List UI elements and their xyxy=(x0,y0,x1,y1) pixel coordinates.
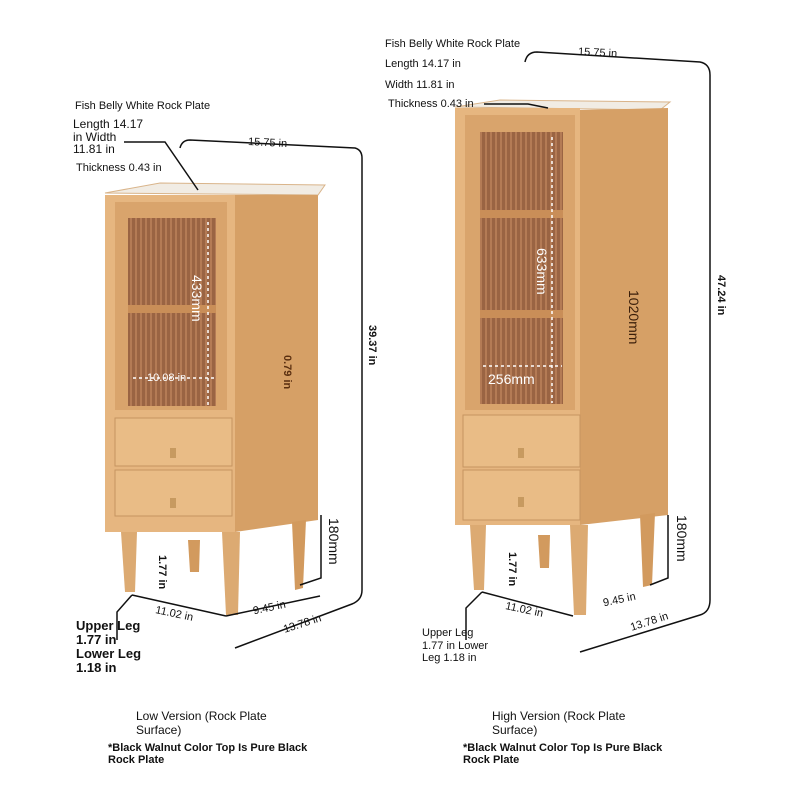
high-leg xyxy=(470,525,486,590)
low-top-width: 15.75 in xyxy=(247,135,288,151)
low-plate-width-label: in Width xyxy=(73,130,117,144)
high-lower-leg-value: Leg 1.18 in xyxy=(422,652,477,664)
high-glass-door xyxy=(480,132,563,404)
low-plate-width: 11.81 in xyxy=(73,142,115,156)
high-glass-height: 633mm xyxy=(534,248,550,295)
low-drawer-1 xyxy=(114,417,233,467)
high-height: 47.24 in xyxy=(715,275,727,316)
low-glass-width: 10.08 in xyxy=(147,372,187,384)
high-note: *Black Walnut Color Top Is Pure Black xyxy=(463,742,663,754)
high-leg xyxy=(570,525,588,615)
high-top-width: 15.75 in xyxy=(577,45,618,61)
high-caption: High Version (Rock Plate xyxy=(492,709,626,723)
high-drawer-2 xyxy=(462,469,581,521)
low-upper-leg-label: Upper Leg xyxy=(76,618,141,633)
high-caption-2: Surface) xyxy=(492,723,538,737)
low-caption: Low Version (Rock Plate xyxy=(136,709,267,723)
low-leg xyxy=(292,520,306,590)
high-plate-width: Width 11.81 in xyxy=(385,79,455,91)
low-lower-leg-value: 1.18 in xyxy=(76,660,117,675)
low-cabinet xyxy=(104,182,326,615)
low-leg-height: 180mm xyxy=(326,518,342,565)
high-drawer-1 xyxy=(462,414,581,468)
low-plate-thickness: Thickness 0.43 in xyxy=(76,162,162,174)
high-glass-width: 256mm xyxy=(488,371,535,387)
high-cabinet xyxy=(454,99,672,615)
low-plate-length: Length 14.17 xyxy=(73,117,144,131)
high-plate-title: Fish Belly White Rock Plate xyxy=(385,38,521,50)
low-lower-leg-label: Lower Leg xyxy=(76,646,142,661)
low-leg xyxy=(222,532,240,615)
low-note-2: Rock Plate xyxy=(108,754,165,766)
high-plate-length: Length 14.17 in xyxy=(385,58,461,70)
high-rock-plate xyxy=(454,99,672,111)
low-leg-gap: 1.77 in xyxy=(156,555,168,590)
low-plate-title: Fish Belly White Rock Plate xyxy=(75,100,211,112)
low-cabinet-side xyxy=(235,195,318,532)
high-plate-thickness: Thickness 0.43 in xyxy=(388,98,474,110)
low-caption-2: Surface) xyxy=(136,723,182,737)
low-glass-height: 433mm xyxy=(189,275,205,322)
low-note: *Black Walnut Color Top Is Pure Black xyxy=(108,742,308,754)
low-rock-plate xyxy=(104,182,326,196)
high-cabinet-side xyxy=(580,108,668,525)
high-inner-height: 1020mm xyxy=(626,290,642,345)
low-leg xyxy=(188,540,200,572)
low-height: 39.37 in xyxy=(366,325,378,366)
high-leg-gap: 1.77 in xyxy=(506,552,518,587)
high-upper-leg-label: Upper Leg xyxy=(422,627,474,639)
high-leg xyxy=(538,535,550,568)
low-leg xyxy=(121,532,137,592)
high-leg xyxy=(640,513,655,587)
low-upper-leg-value: 1.77 in xyxy=(76,632,117,647)
low-frame-width: 0.79 in xyxy=(281,355,293,390)
high-leg-height: 180mm xyxy=(674,515,690,562)
dimension-lines xyxy=(116,51,711,653)
high-note-2: Rock Plate xyxy=(463,754,520,766)
high-leg-value: 1.77 in Lower xyxy=(422,640,489,652)
low-drawer-2 xyxy=(114,469,233,517)
